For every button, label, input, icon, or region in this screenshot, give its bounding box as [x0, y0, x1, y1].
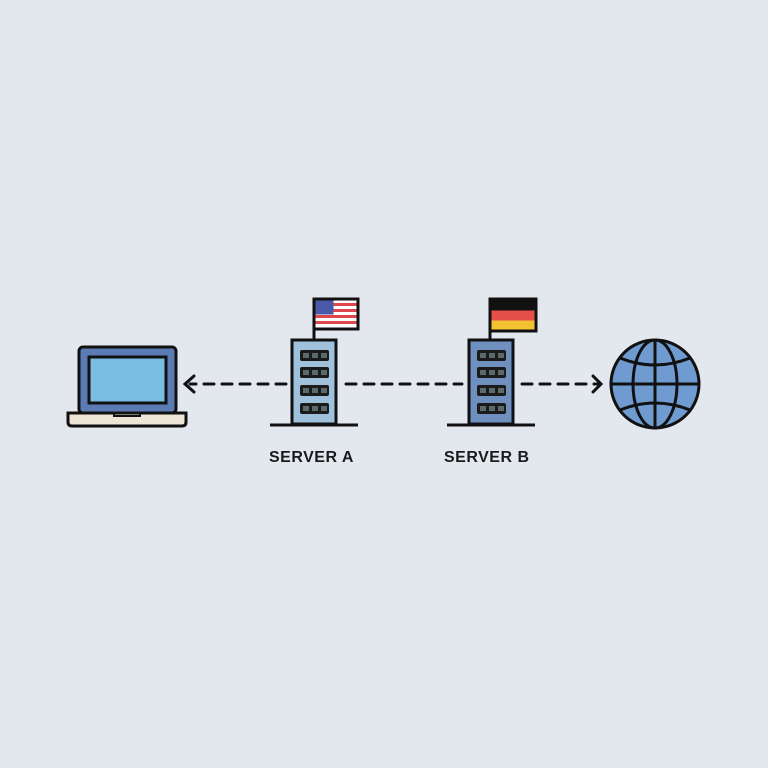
server-a-icon	[270, 297, 360, 427]
server-b-label: SERVER B	[444, 449, 530, 466]
germany-flag-icon	[488, 297, 538, 333]
server-a-label: SERVER A	[269, 449, 354, 466]
laptop-icon	[66, 345, 188, 428]
connector-laptop-server-a	[182, 374, 288, 394]
connector-server-b-internet	[520, 374, 604, 394]
server-b-icon	[447, 297, 538, 427]
usa-flag-icon	[312, 297, 360, 331]
globe-icon	[609, 338, 701, 430]
